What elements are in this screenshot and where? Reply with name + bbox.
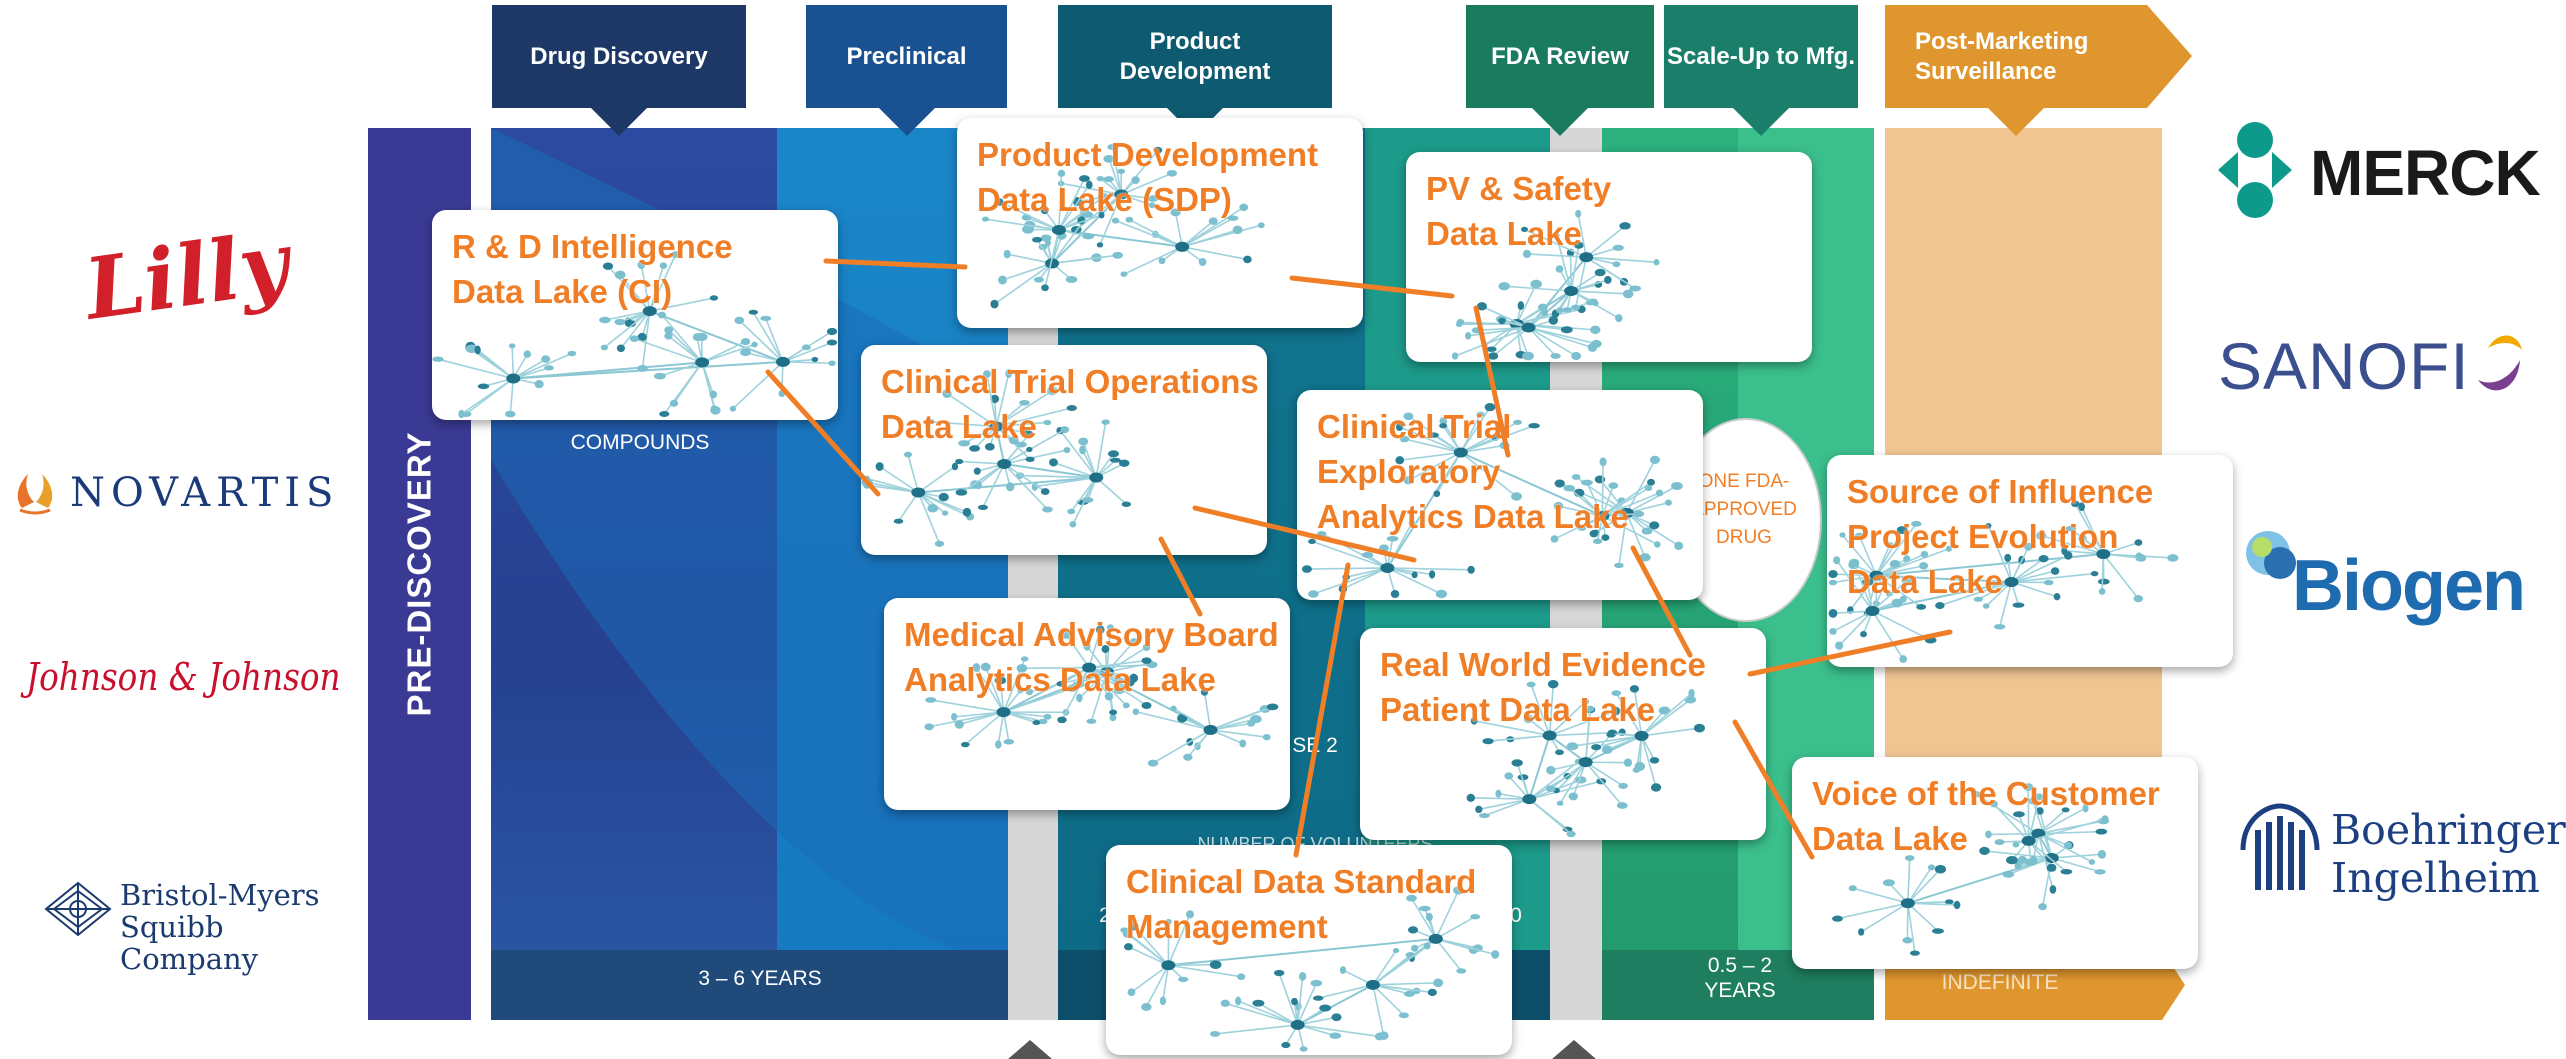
connector-cte-to-cds [1293,562,1351,858]
network-graphic [1466,679,1705,838]
bms-logo: Bristol-Myers Squibb Company [40,875,360,975]
network-graphic [924,624,1279,767]
connector-rwe-to-voc [1732,719,1815,860]
data-lake-title: Source of Influence Project Evolution Da… [1847,473,2154,600]
footer-discovery [491,950,1008,1020]
bms-emblem-icon [44,881,112,937]
data-lake-rd-intelligence[interactable]: R & D Intelligence Data Lake (CI) [432,210,838,420]
network-graphic [1120,886,1500,1052]
data-lake-medical-advisory-board[interactable]: Medical Advisory Board Analytics Data La… [884,598,1290,810]
phase-preclinical: Preclinical [806,5,1007,136]
connector-rd-to-cto [765,369,881,497]
biogen-logo: Biogen [2240,525,2540,635]
connector-cto-to-mab [1158,536,1203,617]
merck-emblem-icon [2218,122,2292,218]
sanofi-wordmark: SANOFI [2218,329,2470,403]
boehringer-logo: Boehringer Ingelheim [2235,800,2566,910]
network-graphic [1451,209,1660,361]
network-graphic [1301,403,1684,599]
data-lake-source-of-influence[interactable]: Source of Influence Project Evolution Da… [1827,455,2233,667]
discovery-duration: 3 – 6 YEARS [698,967,822,990]
connector-cte-to-rwe [1630,545,1693,658]
data-lake-product-development[interactable]: Product Development Data Lake (SDP) [957,118,1363,328]
phase-scale-up: Scale-Up to Mfg. [1664,5,1858,136]
connector-pd-to-pv [1289,275,1455,299]
connector-rd-to-pd [823,258,968,270]
data-lake-title: Clinical Trial Exploratory Analytics Dat… [1317,408,1629,535]
data-lake-real-world-evidence[interactable]: Real World Evidence Patient Data Lake [1360,628,1766,840]
data-lake-clinical-trial-operations[interactable]: Clinical Trial Operations Data Lake [861,345,1267,555]
data-lake-title: Medical Advisory Board Analytics Data La… [904,616,1279,698]
connector-pv-to-cte [1473,305,1511,458]
jnj-logo: Johnson & Johnson [26,655,341,699]
connector-cto-to-cte [1192,505,1417,563]
network-graphic [432,251,838,419]
data-lake-title: Voice of the Customer Data Lake [1812,775,2160,857]
network-graphic [1828,500,2179,664]
phase-product-development: Product Development [1058,5,1332,136]
data-lake-title: Clinical Trial Operations Data Lake [881,363,1259,445]
data-lake-pv-safety[interactable]: PV & Safety Data Lake [1406,152,1812,362]
left-digit-label: 2 [1099,904,1111,927]
phase-drug-discovery: Drug Discovery [492,5,746,136]
data-lake-title: Clinical Data Standard Management [1126,863,1477,945]
novartis-logo: NOVARTIS [12,468,352,518]
sanofi-bird-icon [2478,335,2522,391]
right-digit-label: 0 [1510,904,1522,927]
biogen-sphere-icon [2246,531,2296,579]
novartis-flame-icon [17,474,53,515]
merck-logo: MERCK [2210,118,2541,228]
data-lake-title: R & D Intelligence Data Lake (CI) [452,228,733,310]
data-lake-title: Product Development Data Lake (SDP) [977,136,1319,218]
biogen-wordmark: Biogen [2292,546,2526,626]
connector-rwe-to-soi [1747,629,1953,677]
phase-post-marketing: Post-Marketing Surveillance [1885,5,2147,136]
post-marketing-duration: INDEFINITE [1941,971,2059,994]
data-lake-voice-of-customer[interactable]: Voice of the Customer Data Lake [1792,757,2198,969]
network-graphic [861,369,1131,547]
network-graphic [1832,783,2110,956]
compounds-label: COMPOUNDS [570,431,710,454]
bms-wordmark: Bristol-Myers Squibb Company [120,878,320,976]
fda-approved-drug-label: ONE FDA- APPROVED DRUG [1691,471,1797,548]
boehringer-building-icon [2240,803,2320,890]
scaleup-duration: 0.5 – 2 YEARS [1704,954,1776,1003]
data-lake-title: Real World Evidence Patient Data Lake [1380,646,1706,728]
sanofi-logo: SANOFI [2218,318,2528,418]
phase-fda-review: FDA Review [1466,5,1654,136]
novartis-wordmark: NOVARTIS [70,470,340,516]
data-lake-clinical-data-standard[interactable]: Clinical Data Standard Management [1106,845,1512,1055]
data-lake-title: PV & Safety Data Lake [1426,170,1612,252]
network-graphic [981,144,1265,309]
boehringer-wordmark: Boehringer Ingelheim [2331,806,2566,902]
merck-wordmark: MERCK [2310,137,2541,209]
